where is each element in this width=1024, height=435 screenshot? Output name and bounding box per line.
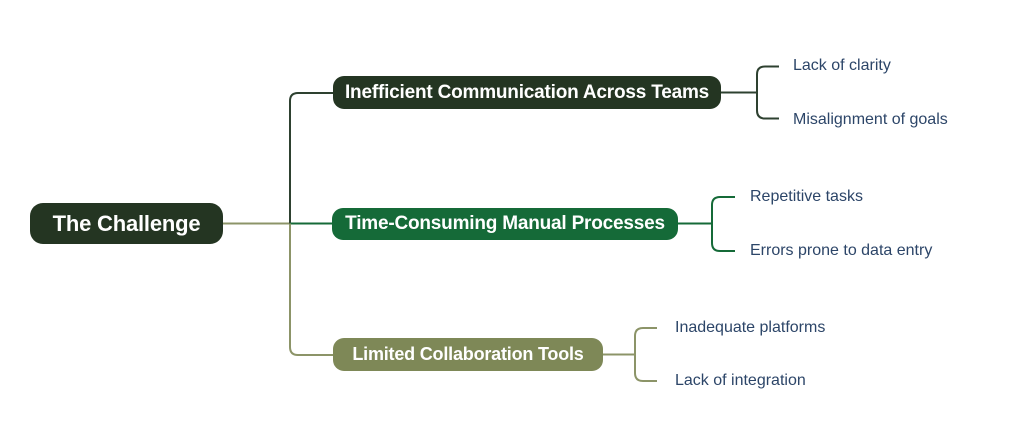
leaf-errors-data-entry[interactable]: Errors prone to data entry [750,242,933,259]
connector-branch1 [289,92,333,224]
leaf-inadequate-platforms[interactable]: Inadequate platforms [675,319,826,336]
branch-node-manual-processes[interactable]: Time-Consuming Manual Processes [332,208,678,240]
leaf-lack-of-clarity[interactable]: Lack of clarity [793,57,891,74]
connector-branch3-fork [634,327,657,382]
root-node[interactable]: The Challenge [30,203,223,244]
connector-branch3 [289,223,333,356]
leaf-lack-of-integration[interactable]: Lack of integration [675,372,806,389]
branch-node-inefficient-communication[interactable]: Inefficient Communication Across Teams [333,76,721,109]
leaf-repetitive-tasks[interactable]: Repetitive tasks [750,188,863,205]
branch-node-collaboration-tools[interactable]: Limited Collaboration Tools [333,338,603,371]
connector-branch2-fork [711,196,735,252]
leaf-misalignment-of-goals[interactable]: Misalignment of goals [793,111,948,128]
connector-branch1-fork [756,65,779,120]
